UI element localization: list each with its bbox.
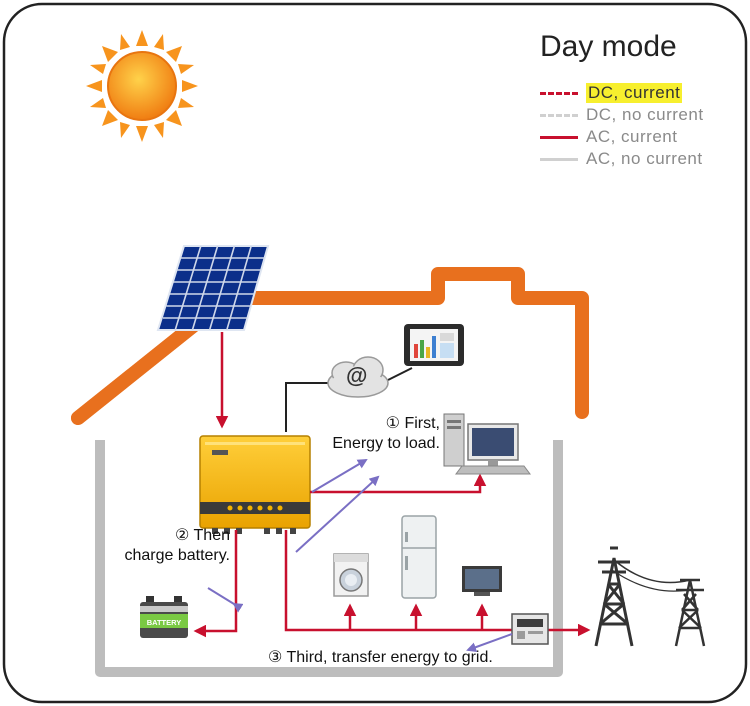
legend-item-dc-current: DC, current	[540, 82, 683, 104]
legend-swatch	[540, 91, 578, 95]
energy-meter-icon	[511, 613, 549, 645]
refrigerator-icon	[401, 515, 437, 599]
washing-machine-icon	[333, 553, 369, 597]
network-at-symbol: @	[346, 363, 368, 388]
inverter-icon	[199, 435, 311, 534]
legend-item-dc-no-current: DC, no current	[540, 104, 704, 126]
step2-line2: charge battery.	[124, 547, 230, 564]
power-line	[613, 559, 691, 584]
desktop-computer-icon	[443, 413, 531, 475]
legend-item-ac-current: AC, current	[540, 126, 677, 148]
sun-icon	[86, 30, 198, 142]
step2-arrow	[207, 587, 244, 613]
step1-annotation: ① First, Energy to load.	[316, 414, 440, 454]
step2-annotation: ② Then charge battery.	[106, 526, 230, 566]
step2-line1: ② Then	[175, 527, 230, 544]
battery-icon: BATTERY	[140, 596, 188, 638]
tablet-icon	[404, 324, 464, 366]
step1-line2: Energy to load.	[332, 435, 440, 452]
house-roof	[71, 267, 589, 425]
legend-label: AC, current	[586, 127, 678, 146]
cloud-icon	[327, 356, 389, 398]
step1-arrow-a	[311, 458, 368, 493]
step1-arrow-b	[295, 475, 380, 553]
step3-annotation: ③ Third, transfer energy to grid.	[268, 649, 493, 666]
legend-title: Day mode	[540, 30, 677, 63]
step3-arrow	[466, 633, 513, 652]
ac-flow-to-battery	[193, 530, 238, 638]
network-link	[285, 382, 330, 432]
legend-label: AC, no current	[586, 149, 703, 168]
ac-flow-to-grid	[284, 530, 591, 637]
legend-swatch	[540, 135, 578, 139]
legend-label: DC, no current	[586, 105, 704, 124]
legend-swatch	[540, 113, 578, 117]
battery-label: BATTERY	[147, 618, 182, 627]
television-icon	[462, 566, 502, 596]
solar-panel-icon	[156, 245, 270, 331]
legend-swatch	[540, 157, 578, 161]
legend-label: DC, current	[586, 83, 683, 103]
house-wall	[95, 440, 563, 677]
step1-line1: ① First,	[385, 415, 440, 432]
power-tower-icon	[674, 578, 706, 647]
ac-flow-to-computer	[310, 473, 487, 494]
legend-item-ac-no-current: AC, no current	[540, 148, 703, 170]
